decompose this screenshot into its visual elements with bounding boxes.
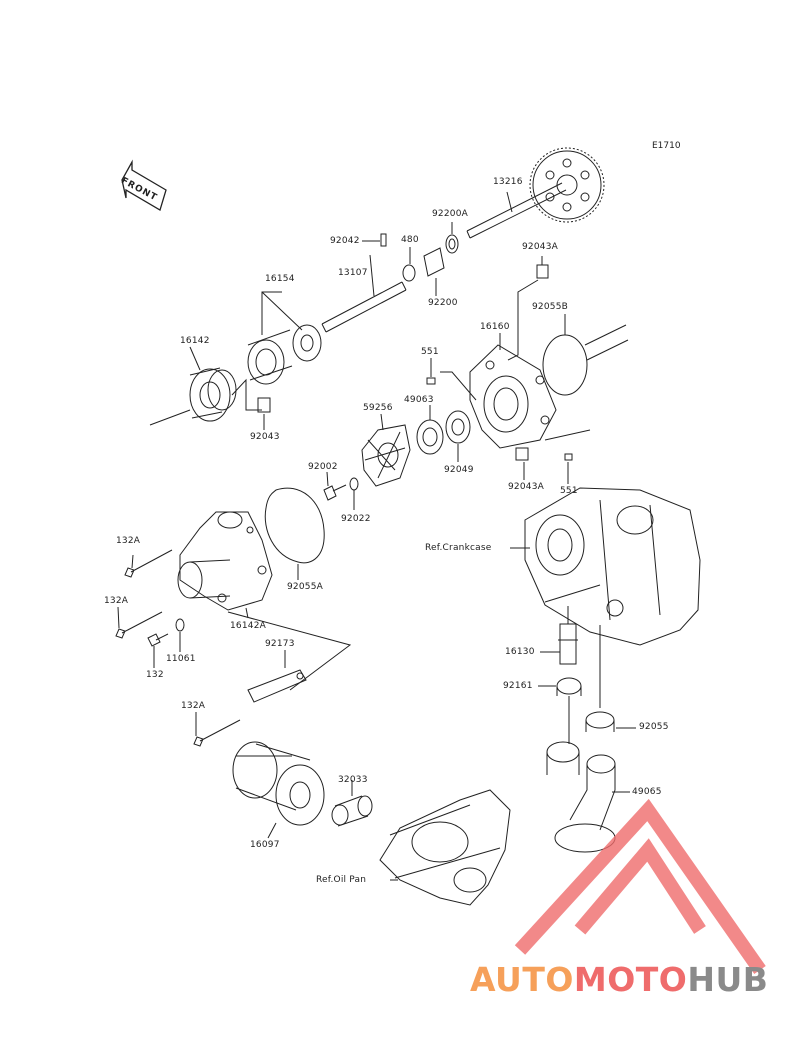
part-label-551-top: 551	[421, 347, 439, 357]
shaft-13107	[321, 281, 407, 333]
part-label-92022: 92022	[341, 514, 371, 524]
watermark-hub: HUB	[687, 960, 769, 999]
washer-92022	[349, 477, 359, 491]
part-label-92043: 92043	[250, 432, 280, 442]
clip-480	[402, 264, 416, 282]
part-label-59256: 59256	[363, 403, 393, 413]
seal-49063	[416, 419, 444, 455]
part-label-92200: 92200	[428, 298, 458, 308]
pin-551-top	[426, 377, 436, 385]
gear-13216	[529, 147, 605, 223]
bolt-132A-2	[115, 611, 163, 639]
part-label-32033: 32033	[338, 775, 368, 785]
part-label-92002: 92002	[308, 462, 338, 472]
part-label-132a-2: 132A	[104, 596, 129, 606]
part-label-92043a-bot: 92043A	[508, 482, 544, 492]
watermark-auto: AUTO	[470, 960, 574, 999]
part-label-49065: 49065	[632, 787, 662, 797]
pin-551-bot	[564, 453, 573, 461]
dowel-92043A-bot	[515, 447, 529, 461]
part-label-132: 132	[146, 670, 164, 680]
bolt-92002	[323, 484, 347, 501]
shaft-13216	[466, 182, 567, 239]
part-label-16097: 16097	[250, 840, 280, 850]
part-label-480: 480	[401, 235, 419, 245]
nipple-16130	[558, 623, 578, 665]
bolt-132A-1	[124, 549, 173, 578]
oring-92055A	[264, 487, 325, 564]
oil-pan-ref	[379, 789, 511, 906]
part-label-92042: 92042	[330, 236, 360, 246]
diagram-id: E1710	[652, 141, 681, 151]
crankcase-ref	[524, 487, 701, 646]
watermark-moto: MOTO	[573, 960, 688, 999]
oring-92055	[585, 711, 615, 729]
part-label-13216: 13216	[493, 177, 523, 187]
pump-body-16142A	[177, 511, 273, 611]
bolt-132A-3	[193, 719, 241, 747]
housing-16142	[189, 367, 237, 422]
part-label-92173: 92173	[265, 639, 295, 649]
part-label-132a-1: 132A	[116, 536, 141, 546]
collar-92161	[556, 677, 582, 695]
part-label-92055: 92055	[639, 722, 669, 732]
bolt-132	[147, 633, 169, 647]
part-label-16154: 16154	[265, 274, 295, 284]
washer-11061	[175, 618, 185, 632]
part-label-92043a-top: 92043A	[522, 242, 558, 252]
part-label-92055b: 92055B	[532, 302, 569, 312]
pin-92042	[380, 233, 387, 247]
watermark: AUTOMOTOHUB	[470, 960, 768, 999]
bearing-92049	[445, 410, 471, 444]
impeller-59256	[361, 424, 411, 487]
part-label-16142: 16142	[180, 336, 210, 346]
bracket-92173	[247, 669, 307, 703]
cover-16160	[469, 344, 557, 449]
oil-filter-16097	[232, 741, 325, 826]
plate-92200	[423, 247, 445, 277]
part-label-ref-oilpan: Ref.Oil Pan	[316, 875, 367, 885]
part-label-13107: 13107	[338, 268, 368, 278]
part-label-11061: 11061	[166, 654, 196, 664]
rotor-16154	[247, 324, 322, 385]
part-label-49063: 49063	[404, 395, 434, 405]
part-label-92055a: 92055A	[287, 582, 323, 592]
part-label-92161: 92161	[503, 681, 533, 691]
dowel-92043A-top	[536, 264, 549, 279]
pipe-32033	[331, 795, 373, 827]
washer-92200A	[445, 234, 459, 254]
automotohub-logo-icon	[514, 798, 766, 975]
part-label-92200a: 92200A	[432, 209, 468, 219]
front-arrow-icon	[121, 159, 167, 211]
part-label-132a-3: 132A	[181, 701, 206, 711]
part-label-16130: 16130	[505, 647, 535, 657]
dowel-92043	[257, 397, 271, 413]
part-label-16142a: 16142A	[230, 621, 266, 631]
oring-92055B	[542, 334, 588, 396]
strainer-49065	[546, 741, 616, 853]
part-label-92049: 92049	[444, 465, 474, 475]
part-label-551-bot: 551	[560, 486, 578, 496]
part-label-ref-crankcase: Ref.Crankcase	[425, 543, 492, 553]
part-label-16160: 16160	[480, 322, 510, 332]
